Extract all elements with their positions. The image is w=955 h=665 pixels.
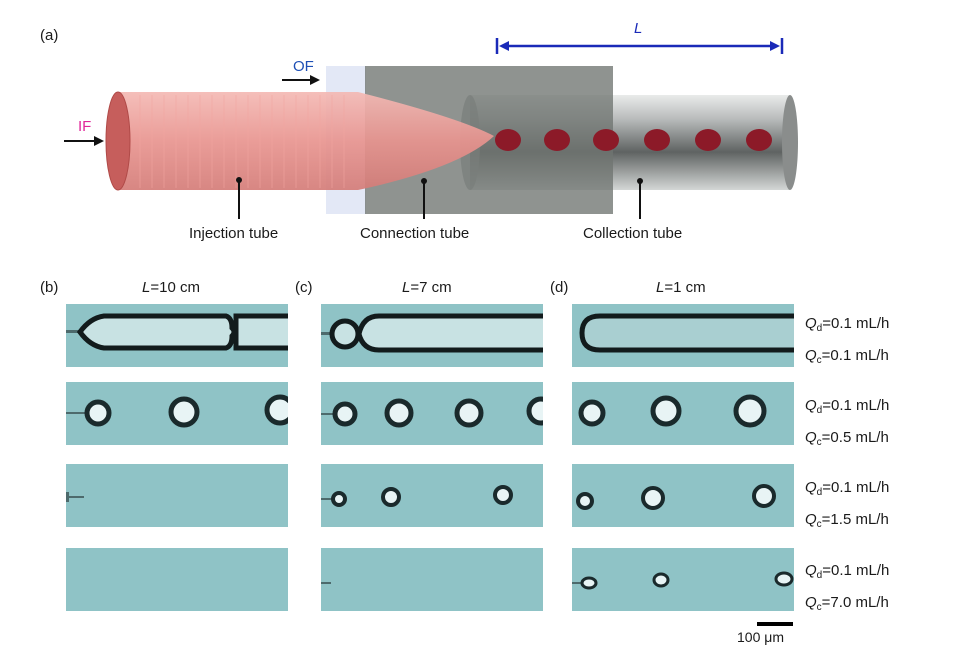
panel-b-label: (b) [40, 279, 59, 296]
of-label: OF [293, 58, 314, 75]
condition-row-1: Qd=0.1 mL/h Qc=0.1 mL/h [805, 315, 890, 366]
droplet [644, 129, 670, 151]
micrograph-d-4 [572, 548, 794, 611]
if-label: IF [78, 118, 92, 135]
condition-row-2: Qd=0.1 mL/h Qc=0.5 mL/h [805, 397, 890, 448]
injection-tube-inlet [105, 91, 131, 191]
length-label: L [634, 20, 643, 37]
length-dimension-arrow [495, 38, 784, 54]
condition-row-4: Qd=0.1 mL/h Qc=7.0 mL/h [805, 562, 890, 613]
micrograph-b-3 [66, 464, 288, 527]
condition-row-3: Qd=0.1 mL/h Qc=1.5 mL/h [805, 479, 890, 530]
connection-tube-leader [421, 178, 427, 219]
micrograph-c-3 [321, 464, 543, 527]
micrograph-b-1 [66, 304, 288, 367]
micrograph-b-2 [66, 382, 288, 445]
injection-tube-label: Injection tube [189, 225, 279, 242]
panel-d-label: (d) [550, 279, 569, 296]
droplet [495, 129, 521, 151]
micrograph-c-4 [321, 548, 543, 611]
collection-tube-end [782, 95, 798, 190]
micrograph-b-4 [66, 548, 288, 611]
micrograph-c-1 [321, 304, 543, 367]
collection-tube-label: Collection tube [583, 225, 683, 242]
column-c-title: L=7 cm [402, 279, 452, 296]
droplet [544, 129, 570, 151]
collection-tube-leader [637, 178, 643, 219]
micrograph-c-2 [321, 382, 543, 445]
droplet [746, 129, 772, 151]
scale-bar [757, 622, 793, 626]
micrograph-d-3 [572, 464, 794, 527]
of-arrow-icon [282, 75, 320, 85]
panel-a-label: (a) [40, 27, 59, 44]
panel-c-label: (c) [295, 279, 313, 296]
connection-tube-label: Connection tube [360, 225, 470, 242]
droplet [695, 129, 721, 151]
device-schematic [64, 38, 798, 219]
if-arrow-icon [64, 136, 104, 146]
scale-bar-label: 100 μm [737, 629, 784, 645]
micrograph-d-1 [572, 304, 794, 367]
column-d-title: L=1 cm [656, 279, 706, 296]
column-b-title: L=10 cm [142, 279, 200, 296]
droplet [593, 129, 619, 151]
injection-tube-leader [236, 177, 242, 219]
micrograph-d-2 [572, 382, 794, 445]
